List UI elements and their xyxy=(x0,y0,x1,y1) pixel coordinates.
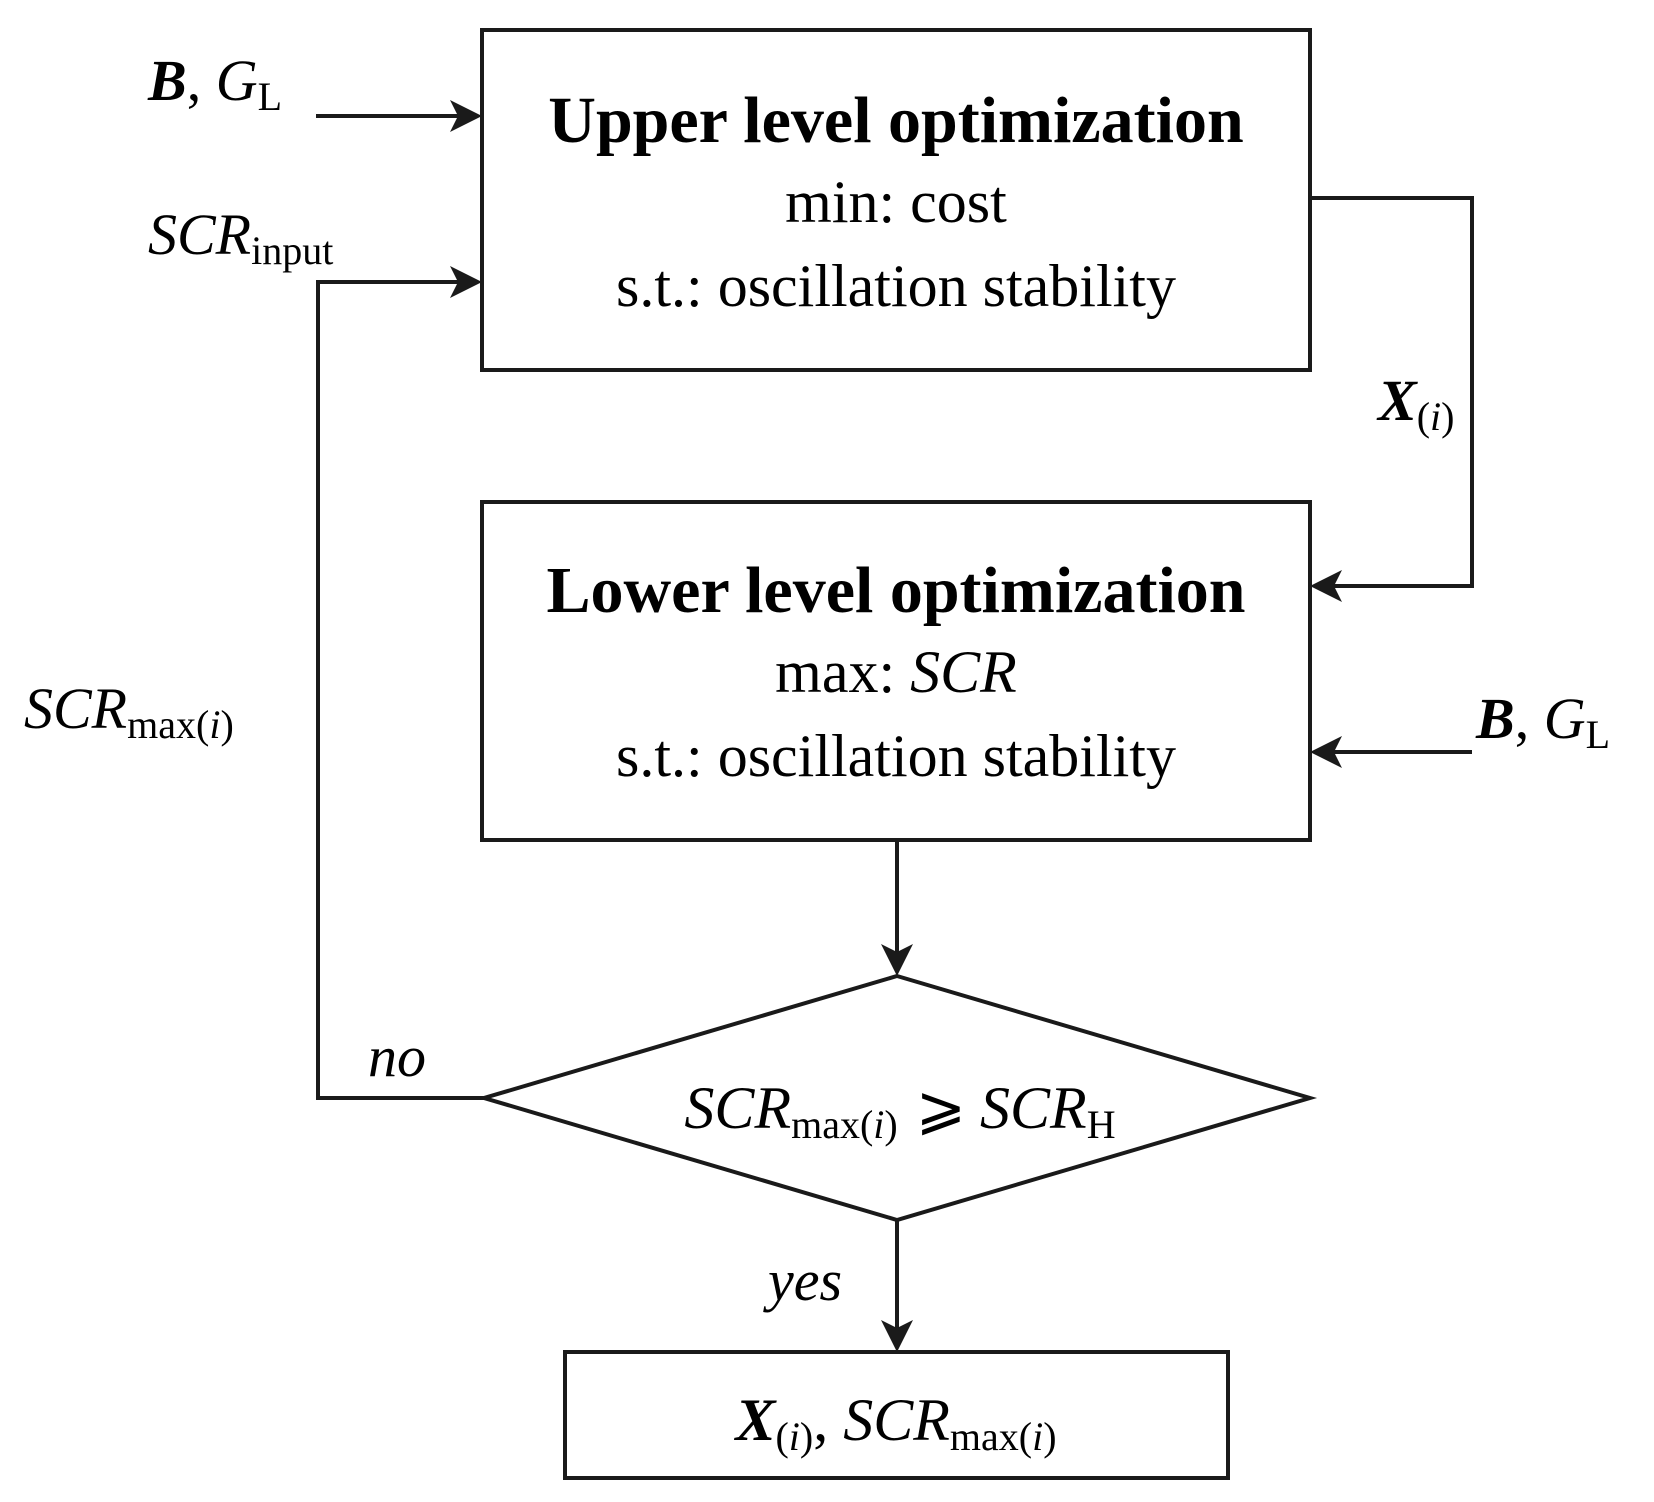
label-scr-max: SCRmax(i) xyxy=(24,676,234,747)
feedback-loop-line xyxy=(316,280,484,1100)
upper-to-lower-line xyxy=(1310,196,1474,588)
label-yes: yes xyxy=(763,1248,842,1313)
upper-level-title: Upper level optimization xyxy=(548,84,1243,157)
arrowhead-input-lower xyxy=(1310,736,1342,768)
arrowhead-lower-to-decision xyxy=(881,944,913,976)
upper-level-box xyxy=(480,28,1312,372)
label-x-i: X(i) xyxy=(1376,368,1454,439)
arrowhead-decision-to-output xyxy=(881,1320,913,1352)
upper-level-objective: min: cost xyxy=(785,169,1007,235)
arrowhead-upper-to-lower xyxy=(1310,570,1342,602)
output-text: X(i), SCRmax(i) xyxy=(733,1387,1056,1459)
label-input-right: B, GL xyxy=(1475,686,1610,757)
lower-level-title: Lower level optimization xyxy=(547,554,1246,627)
lower-level-box xyxy=(480,500,1312,842)
decision-diamond xyxy=(476,973,1318,1223)
lower-level-objective: max: SCR xyxy=(775,639,1017,705)
upper-level-constraint: s.t.: oscillation stability xyxy=(616,253,1176,319)
arrowhead-feedback xyxy=(450,266,482,298)
label-scr-input: SCRinput xyxy=(148,202,333,273)
output-box xyxy=(563,1350,1230,1480)
label-input-top: B, GL xyxy=(147,48,282,119)
arrowhead-input-upper xyxy=(450,100,482,132)
lower-level-constraint: s.t.: oscillation stability xyxy=(616,723,1176,789)
label-no: no xyxy=(368,1024,426,1089)
decision-condition: SCRmax(i)⩾SCRH xyxy=(684,1075,1115,1147)
